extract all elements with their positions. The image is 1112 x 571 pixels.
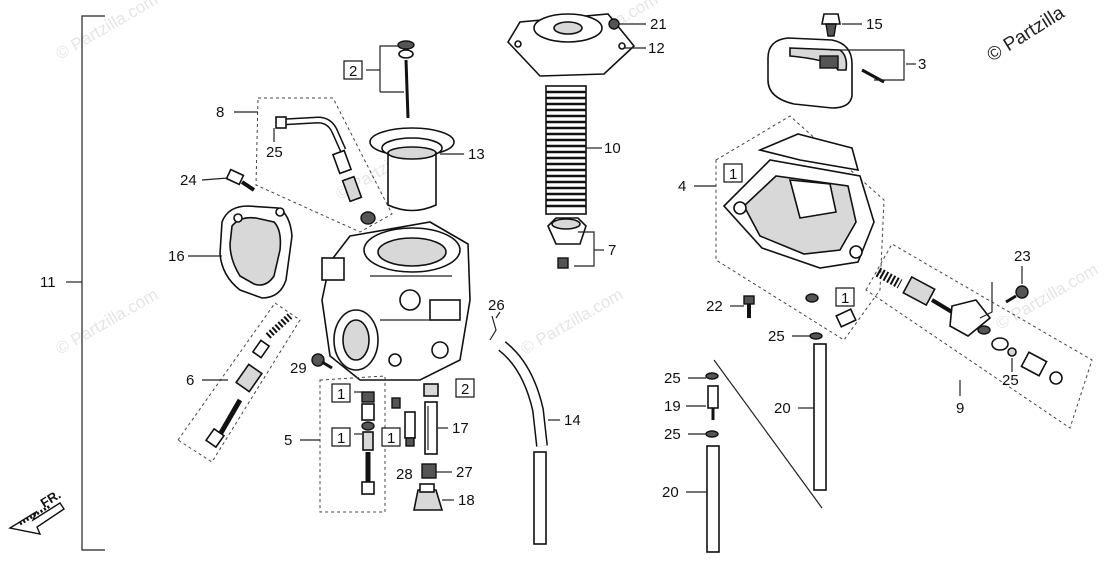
callout-25: 25 bbox=[1002, 372, 1019, 389]
group-outline-4 bbox=[715, 115, 885, 341]
callout-23: 23 bbox=[1014, 248, 1031, 265]
return-spring-part bbox=[545, 85, 587, 215]
jet-holder-part bbox=[421, 463, 437, 479]
callout-10: 10 bbox=[604, 140, 621, 157]
cap-screw-part bbox=[608, 18, 620, 30]
main-jet-stack-part bbox=[361, 391, 375, 495]
needle-jet-part bbox=[423, 383, 439, 455]
callout-20: 20 bbox=[662, 484, 679, 501]
svg-text:1: 1 bbox=[841, 290, 849, 307]
callout-20: 20 bbox=[774, 400, 791, 417]
boxed-callout-2: 2 bbox=[455, 378, 475, 398]
svg-text:1: 1 bbox=[387, 430, 395, 447]
callout-17: 17 bbox=[452, 420, 469, 437]
boxed-callout-2: 2 bbox=[343, 60, 363, 80]
callout-16: 16 bbox=[168, 248, 185, 265]
oring-part bbox=[805, 293, 819, 303]
callout-21: 21 bbox=[650, 16, 667, 33]
callout-11: 11 bbox=[40, 274, 56, 291]
bracket-7 bbox=[574, 231, 595, 267]
bent-tube-part bbox=[275, 116, 347, 152]
callout-25: 25 bbox=[266, 144, 283, 161]
float-part bbox=[767, 37, 885, 109]
screw-22-part bbox=[743, 295, 755, 318]
callout-29: 29 bbox=[290, 360, 307, 377]
callout-27: 27 bbox=[456, 464, 473, 481]
spring-seat-part bbox=[547, 217, 587, 269]
carburetor-body-part bbox=[321, 221, 471, 381]
callout-13: 13 bbox=[468, 146, 485, 163]
callout-25: 25 bbox=[664, 370, 681, 387]
boxed-callout-1: 1 bbox=[835, 287, 855, 307]
svg-text:1: 1 bbox=[337, 386, 345, 403]
boxed-callout-1: 1 bbox=[723, 163, 743, 183]
screw-24-part bbox=[225, 168, 256, 192]
callout-7: 7 bbox=[608, 242, 616, 259]
callout-15: 15 bbox=[866, 16, 883, 33]
callout-18: 18 bbox=[458, 492, 475, 509]
callout-25: 25 bbox=[768, 328, 785, 345]
float-chamber-part bbox=[722, 133, 875, 269]
vent-tube-left-part bbox=[706, 445, 720, 553]
svg-text:1: 1 bbox=[729, 166, 737, 183]
hose-clip-part bbox=[489, 315, 497, 341]
screw-29-part bbox=[311, 353, 333, 370]
callout-6: 6 bbox=[186, 372, 194, 389]
front-direction-arrow: FR. bbox=[8, 487, 65, 535]
vent-tube-right-part bbox=[809, 332, 827, 491]
copyright-label: © Partzilla bbox=[984, 2, 1069, 66]
bracket-19-20 bbox=[713, 359, 823, 509]
boxed-callout-1: 1 bbox=[381, 427, 401, 447]
leader-lines bbox=[188, 23, 1023, 501]
enrichener-assembly-part bbox=[875, 267, 1063, 385]
watermark: © Partzilla.com bbox=[53, 285, 162, 359]
boxed-callout-1: 1 bbox=[331, 427, 351, 447]
chamber-screw-part bbox=[835, 308, 857, 328]
top-cap-part bbox=[507, 13, 636, 77]
svg-text:1: 1 bbox=[337, 430, 345, 447]
drain-hose-part bbox=[498, 341, 548, 545]
fuel-valve-part bbox=[821, 13, 841, 37]
callout-26: 26 bbox=[488, 297, 505, 314]
watermark: © Partzilla.com bbox=[993, 260, 1102, 334]
bracket-23 bbox=[979, 282, 993, 319]
assembly-bracket bbox=[66, 15, 105, 551]
callout-24: 24 bbox=[180, 172, 197, 189]
jet-needle-part bbox=[366, 40, 415, 119]
callout-4: 4 bbox=[678, 178, 686, 195]
drain-plug-part bbox=[413, 483, 444, 511]
throttle-stop-screw-part bbox=[204, 313, 293, 449]
callout-12: 12 bbox=[648, 40, 665, 57]
screw-23-part bbox=[1005, 285, 1029, 304]
diaphragm-piston-part bbox=[369, 127, 455, 212]
group-outline-8 bbox=[255, 97, 393, 233]
callout-28: 28 bbox=[396, 466, 413, 483]
callout-19: 19 bbox=[664, 398, 681, 415]
callout-5: 5 bbox=[284, 432, 292, 449]
bracket-3 bbox=[830, 49, 905, 81]
group-outline-6 bbox=[177, 302, 301, 463]
svg-text:2: 2 bbox=[349, 63, 357, 80]
svg-text:2: 2 bbox=[461, 381, 469, 398]
pilot-screw-part bbox=[331, 149, 376, 225]
boxed-callout-1: 1 bbox=[331, 383, 351, 403]
callout-8: 8 bbox=[216, 104, 224, 121]
callout-9: 9 bbox=[956, 400, 964, 417]
callout-14: 14 bbox=[564, 412, 581, 429]
callout-25: 25 bbox=[664, 426, 681, 443]
hose-joint-part bbox=[705, 372, 719, 438]
callout-22: 22 bbox=[706, 298, 723, 315]
side-cover-part bbox=[219, 205, 293, 299]
pilot-jet-part bbox=[391, 397, 416, 447]
group-outline-5 bbox=[319, 375, 386, 513]
callout-3: 3 bbox=[918, 56, 926, 73]
group-outline-9 bbox=[865, 243, 1093, 429]
watermark: © Partzilla.com bbox=[53, 0, 162, 63]
watermark: © Partzilla.com bbox=[518, 285, 627, 359]
